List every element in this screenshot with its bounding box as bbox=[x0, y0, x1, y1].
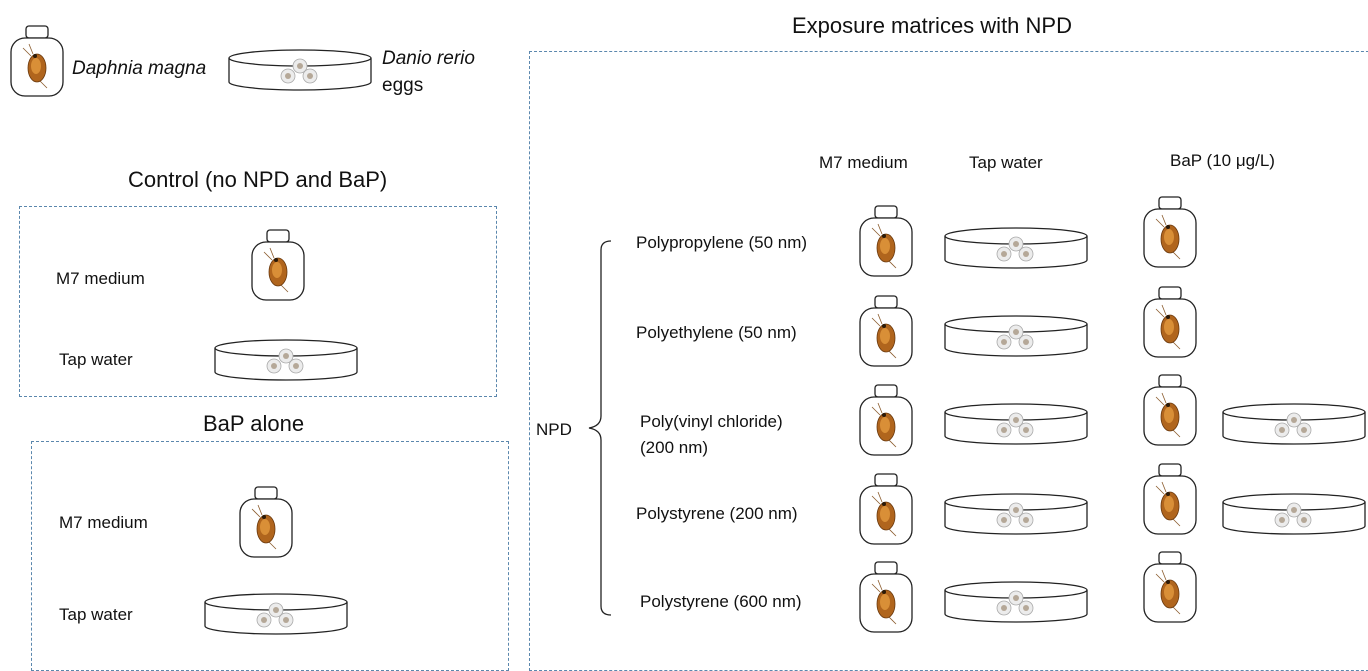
row-label-polypropylene: Polypropylene (50 nm) bbox=[636, 233, 808, 252]
control-box bbox=[19, 206, 497, 397]
daphnia-jar-icon bbox=[859, 295, 913, 367]
petri-dish-eggs-icon bbox=[944, 315, 1088, 357]
petri-dish-eggs-icon bbox=[204, 593, 348, 635]
petri-dish-eggs-icon bbox=[1222, 403, 1366, 445]
daphnia-jar-icon bbox=[1143, 463, 1197, 535]
row-label-polystyrene-600: Polystyrene (600 nm) bbox=[640, 592, 802, 611]
daphnia-label: Daphnia magna bbox=[72, 58, 207, 79]
control-m7-label: M7 medium bbox=[56, 269, 145, 288]
row-label-pvc: Poly(vinyl chloride) bbox=[640, 412, 783, 431]
column-header-bap: BaP (10 μg/L) bbox=[1170, 151, 1275, 170]
daphnia-jar-icon bbox=[239, 486, 293, 558]
petri-dish-eggs-icon bbox=[1222, 493, 1366, 535]
petri-dish-eggs-icon bbox=[944, 581, 1088, 623]
bap-alone-title: BaP alone bbox=[203, 411, 305, 436]
bracket-icon bbox=[588, 240, 612, 616]
danio-label: Danio rerio bbox=[382, 48, 475, 69]
npd-label: NPD bbox=[536, 420, 572, 439]
daphnia-jar-icon bbox=[1143, 196, 1197, 268]
bap-alone-tap-label: Tap water bbox=[59, 605, 133, 624]
row-label-polyethylene: Polyethylene (50 nm) bbox=[636, 323, 797, 342]
daphnia-jar-icon bbox=[1143, 551, 1197, 623]
daphnia-jar-icon bbox=[251, 229, 305, 301]
daphnia-jar-icon bbox=[859, 384, 913, 456]
petri-dish-eggs-icon bbox=[944, 227, 1088, 269]
daphnia-jar-icon bbox=[1143, 286, 1197, 358]
petri-dish-eggs-icon bbox=[944, 403, 1088, 445]
petri-dish-eggs-icon bbox=[228, 49, 372, 91]
petri-dish-eggs-icon bbox=[214, 339, 358, 381]
danio-label-eggs: eggs bbox=[382, 75, 424, 96]
daphnia-jar-icon bbox=[859, 205, 913, 277]
control-tap-label: Tap water bbox=[59, 350, 133, 369]
column-header-m7: M7 medium bbox=[819, 153, 908, 172]
daphnia-jar-icon bbox=[10, 25, 64, 97]
daphnia-jar-icon bbox=[859, 473, 913, 545]
column-header-tap: Tap water bbox=[969, 153, 1043, 172]
row-label-polystyrene-200: Polystyrene (200 nm) bbox=[636, 504, 798, 523]
daphnia-jar-icon bbox=[1143, 374, 1197, 446]
exposure-title: Exposure matrices with NPD bbox=[792, 13, 1072, 38]
row-label-pvc-size: (200 nm) bbox=[640, 438, 709, 457]
petri-dish-eggs-icon bbox=[944, 493, 1088, 535]
bap-alone-m7-label: M7 medium bbox=[59, 513, 148, 532]
control-title: Control (no NPD and BaP) bbox=[128, 167, 388, 192]
daphnia-jar-icon bbox=[859, 561, 913, 633]
